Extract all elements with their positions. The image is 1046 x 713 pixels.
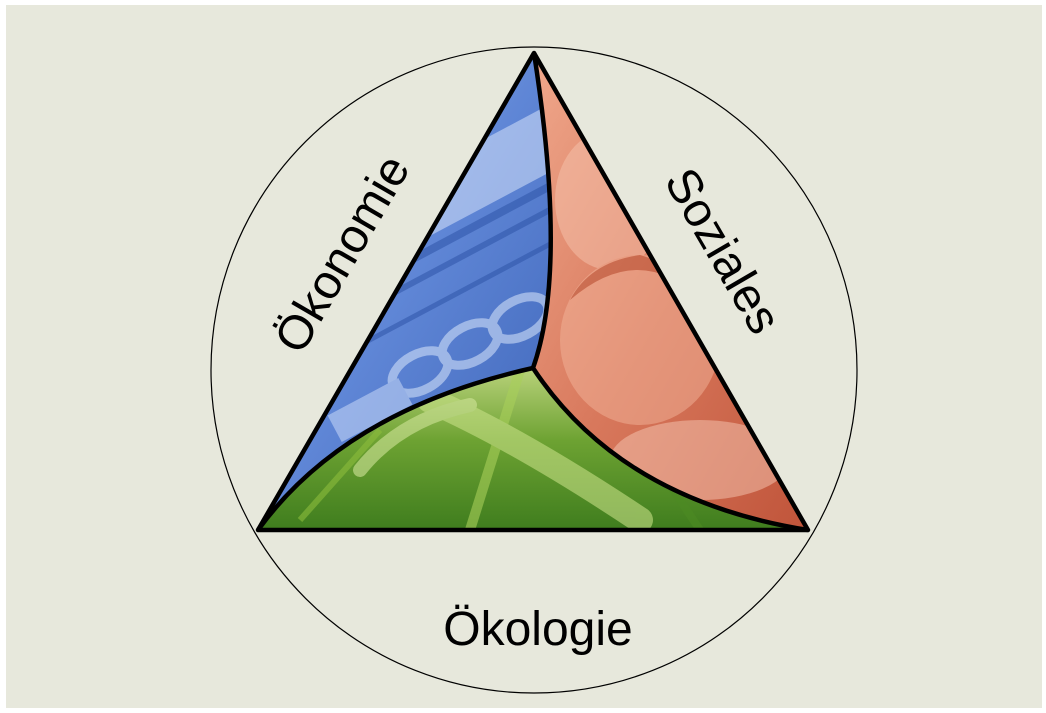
ecology-label: Ökologie bbox=[443, 603, 632, 656]
